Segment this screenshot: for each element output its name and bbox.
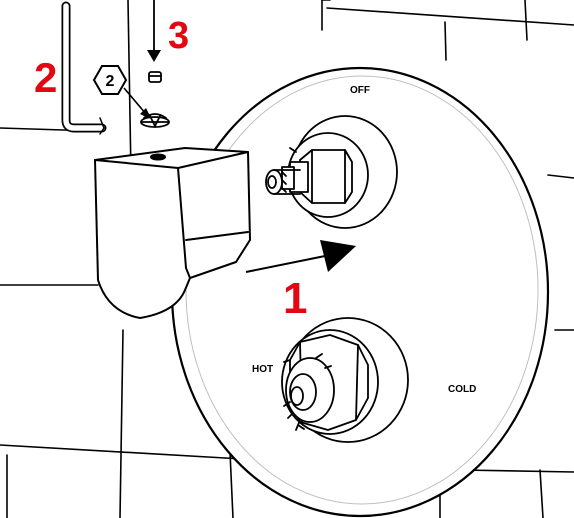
upper-valve-cartridge	[265, 115, 398, 229]
hex-badge-number: 2	[106, 73, 115, 90]
step-3-number: 3	[168, 15, 189, 57]
step-1-number: 1	[283, 274, 307, 323]
cold-label: COLD	[448, 384, 476, 395]
off-label: OFF	[350, 85, 370, 96]
lower-valve-cartridge	[281, 317, 409, 443]
hot-label: HOT	[252, 364, 273, 375]
allen-key-icon	[61, 1, 107, 135]
grub-screw-icon	[140, 0, 170, 128]
lever-handle	[94, 147, 251, 319]
step-2-number: 2	[34, 54, 57, 101]
push-arrow	[245, 240, 356, 273]
hex-badge-icon: 2	[92, 65, 152, 120]
